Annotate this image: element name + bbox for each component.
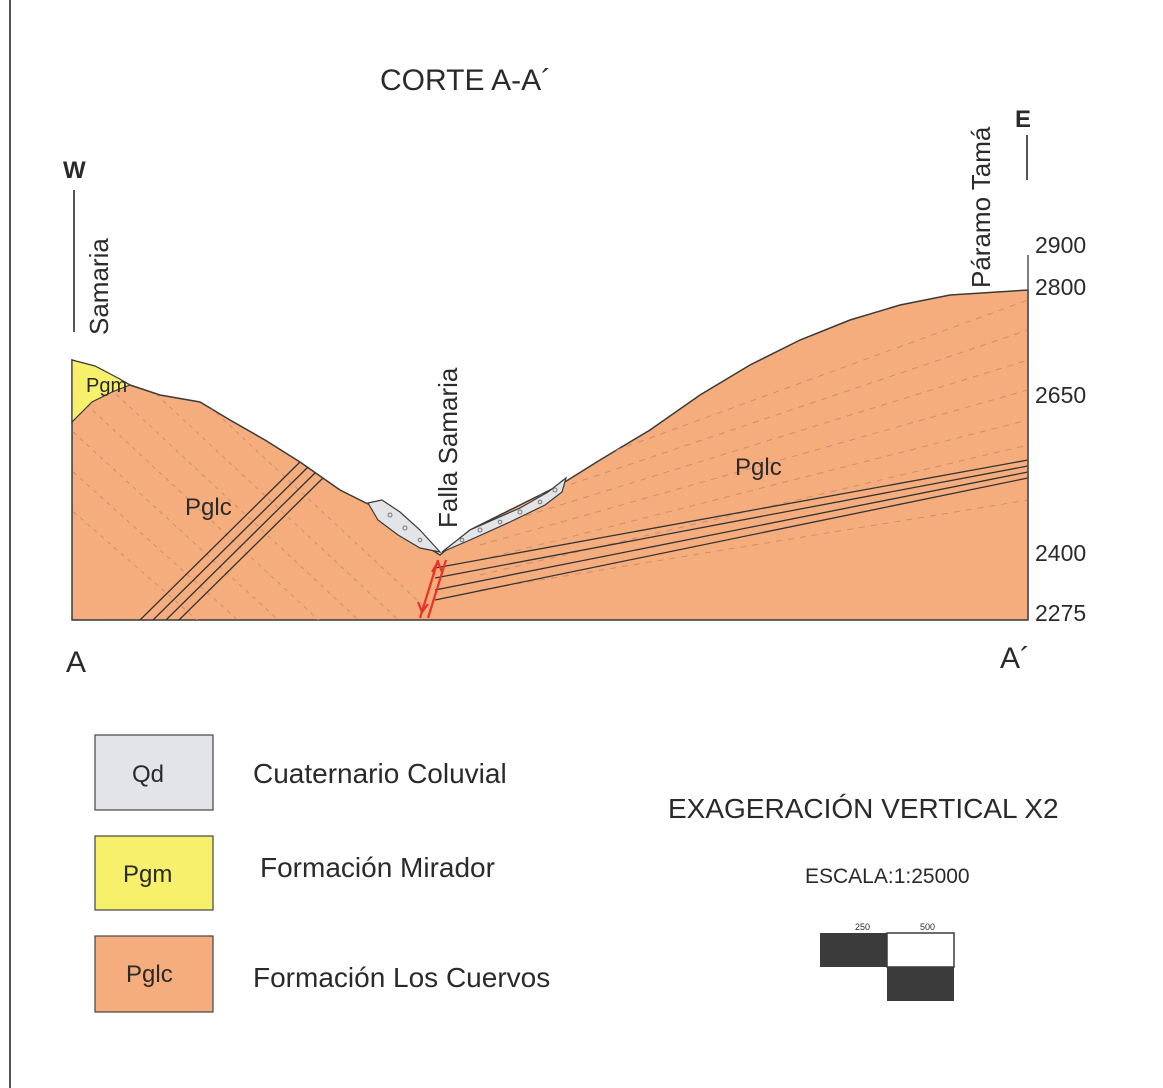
scale-bar-label-250: 250 <box>855 922 870 932</box>
legend: Qd Cuaternario Coluvial Pgm Formación Mi… <box>94 734 550 1013</box>
elevation-2275: 2275 <box>1035 600 1086 626</box>
section-start-label: A <box>66 646 86 679</box>
unit-pglc-body <box>71 289 1029 621</box>
place-samaria: Samaria <box>84 238 114 335</box>
elevation-2400: 2400 <box>1035 540 1086 566</box>
beds-right <box>434 459 1028 601</box>
section-title: CORTE A-A´ <box>380 64 551 97</box>
unit-pgm-body <box>71 359 132 424</box>
fault-trace <box>416 559 448 619</box>
elevation-2900: 2900 <box>1035 232 1086 258</box>
fault-name: Falla Samaria <box>433 367 463 528</box>
scale-note: ESCALA:1:25000 <box>805 865 970 888</box>
legend-code-pgm: Pgm <box>123 861 172 888</box>
legend-code-qd: Qd <box>132 761 164 788</box>
scale-bar: 250 500 <box>820 922 955 1001</box>
elevation-2650: 2650 <box>1035 382 1086 408</box>
east-label: E <box>1015 106 1031 133</box>
elevation-2800: 2800 <box>1035 274 1086 300</box>
section-label-pgm: Pgm <box>86 375 127 397</box>
qd-clasts <box>387 487 558 543</box>
unit-qd-right <box>441 476 568 553</box>
scale-bar-label-500: 500 <box>920 922 935 932</box>
bedding-left <box>72 369 440 620</box>
legend-swatch-pglc <box>94 935 214 1013</box>
legend-name-pglc: Formación Los Cuervos <box>253 962 550 993</box>
legend-code-pglc: Pglc <box>126 961 173 988</box>
legend-name-qd: Cuaternario Coluvial <box>253 758 507 789</box>
section-label-pglc-left: Pglc <box>185 494 232 521</box>
legend-swatch-pgm <box>94 835 214 911</box>
west-label: W <box>63 157 86 184</box>
beds-left <box>139 461 325 620</box>
section-label-pglc-right: Pglc <box>735 454 782 481</box>
place-paramo-tama: Páramo Tamá <box>966 126 996 288</box>
legend-swatch-qd <box>94 734 214 811</box>
vertical-exaggeration-note: EXAGERACIÓN VERTICAL X2 <box>668 793 1059 824</box>
section-end-label: A´ <box>1000 642 1030 675</box>
legend-name-pgm: Formación Mirador <box>260 852 495 883</box>
